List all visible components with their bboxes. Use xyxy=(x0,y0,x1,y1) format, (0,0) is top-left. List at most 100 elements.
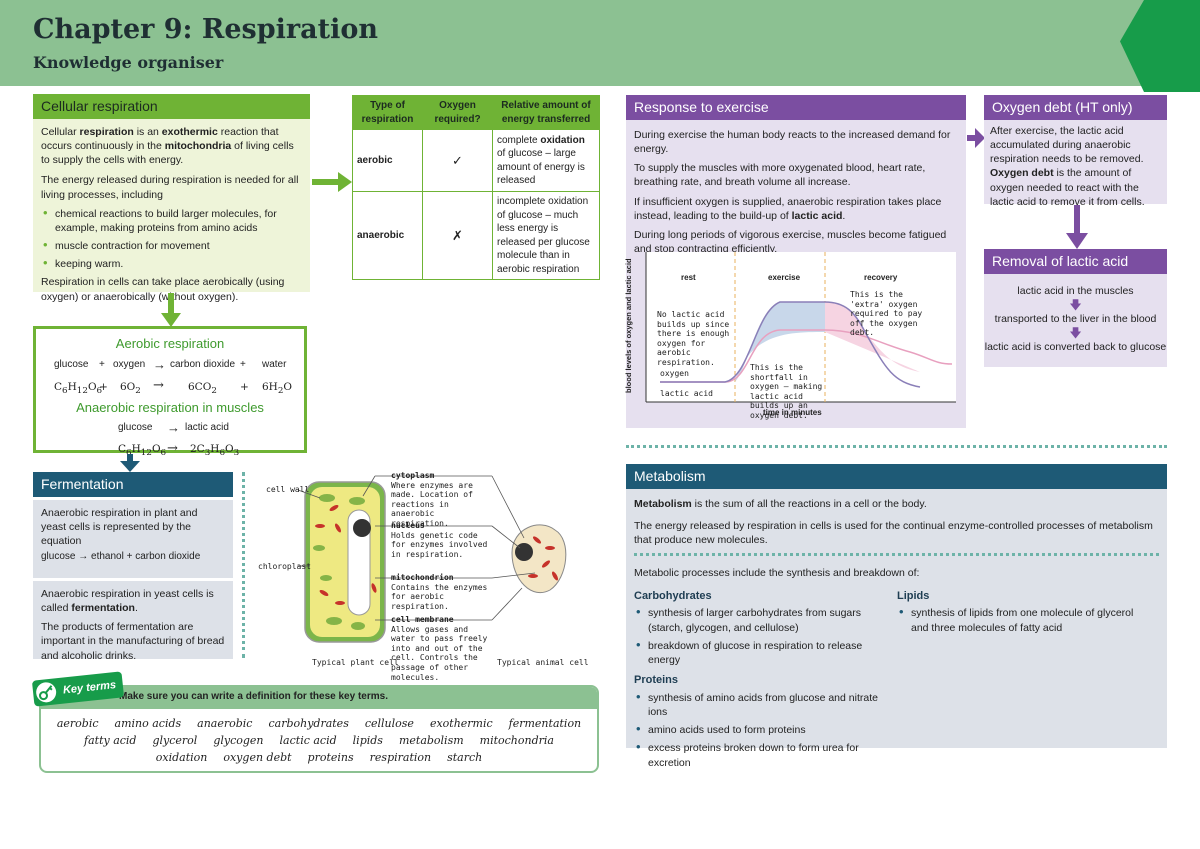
key-icon xyxy=(35,681,58,704)
arrow-down-icon xyxy=(161,293,181,327)
removal-step: lactic acid is converted back to glucose xyxy=(984,341,1167,354)
phase-label: rest xyxy=(681,273,696,282)
divider xyxy=(242,472,245,658)
phase-label: recovery xyxy=(864,273,898,282)
symbol-equation: C6H12O6 + 6O2 → 6CO2 + 6H2O xyxy=(54,377,293,396)
arrow-down-icon: 🡇 xyxy=(1069,326,1082,341)
section-body: After exercise, the lactic acid accumula… xyxy=(984,120,1167,209)
arrow-right-icon xyxy=(312,172,352,192)
oxygen-debt-box: Oxygen debt (HT only) After exercise, th… xyxy=(984,95,1167,208)
paragraph: Respiration in cells can take place aero… xyxy=(41,276,285,303)
list-item: keeping warm. xyxy=(41,257,302,271)
arrow-down-icon: 🡇 xyxy=(1069,298,1082,313)
removal-step: lactic acid in the muscles xyxy=(1017,284,1134,297)
arrow-right-icon xyxy=(967,128,985,148)
metabolism-left-column: Carbohydrates synthesis of larger carboh… xyxy=(634,589,897,774)
metabolism-columns: Carbohydrates synthesis of larger carboh… xyxy=(634,589,1159,774)
section-body: Metabolism is the sum of all the reactio… xyxy=(626,489,1167,774)
table-header: Relative amount of energy transferred xyxy=(492,95,600,130)
plant-cell-caption: Typical plant cell xyxy=(312,658,399,667)
arrow-down-icon xyxy=(1066,205,1088,249)
word-equation: glucose + oxygen → carbon dioxide + wate… xyxy=(54,356,287,372)
cells-diagram xyxy=(297,475,567,643)
graph-ylabel: blood levels of oxygen and lactic acid xyxy=(624,258,633,393)
subheading: Lipids xyxy=(897,589,930,602)
list-item: chemical reactions to build larger molec… xyxy=(41,207,302,235)
subheading: Proteins xyxy=(634,674,679,687)
bullet-list: synthesis of lipids from one molecule of… xyxy=(897,606,1147,634)
section-title: Fermentation xyxy=(33,472,233,497)
section-body: During exercise the human body reacts to… xyxy=(626,120,966,256)
oxygen-legend: oxygen xyxy=(660,369,689,378)
cellular-respiration-box: Cellular respiration Cellular respiratio… xyxy=(33,94,310,303)
paragraph: The products of fermentation are importa… xyxy=(41,621,225,662)
removal-step: transported to the liver in the blood xyxy=(994,313,1157,326)
list-item: synthesis of lipids from one molecule of… xyxy=(897,606,1147,634)
list-item: synthesis of amino acids from glucose an… xyxy=(634,691,897,719)
respiration-table: Type of respiration Oxygen required? Rel… xyxy=(352,95,600,280)
key-terms-box: Make sure you can write a definition for… xyxy=(39,685,599,773)
paragraph: Metabolism is the sum of all the reactio… xyxy=(634,497,927,510)
table-cell: aerobic xyxy=(352,129,423,192)
table-cell: complete oxidation of glucose – large am… xyxy=(492,129,600,192)
phase-label: exercise xyxy=(768,273,801,282)
list-item: amino acids used to form proteins xyxy=(634,723,897,737)
equations-box: Aerobic respiration glucose + oxygen → c… xyxy=(33,326,307,458)
table-header: Type of respiration xyxy=(352,95,423,130)
graph-xlabel: time in minutes xyxy=(763,408,822,417)
paragraph: During exercise the human body reacts to… xyxy=(634,128,951,156)
list-item: breakdown of glucose in respiration to r… xyxy=(634,639,897,667)
equation: glucose → ethanol + carbon dioxide xyxy=(41,551,201,563)
paragraph: Anaerobic respiration in yeast cells is … xyxy=(41,587,214,615)
paragraph: To supply the muscles with more oxygenat… xyxy=(634,162,926,189)
paragraph: Cellular respiration is an exothermic re… xyxy=(41,125,294,167)
lactic-legend: lactic acid xyxy=(660,389,713,398)
section-title: Removal of lactic acid xyxy=(984,249,1167,274)
page-subtitle: Knowledge organiser xyxy=(33,53,224,72)
section-title: Cellular respiration xyxy=(33,94,310,119)
metabolism-box: Metabolism Metabolism is the sum of all … xyxy=(626,464,1167,769)
table-header: Oxygen required? xyxy=(422,95,493,130)
cell-wall-label: cell wall xyxy=(266,485,310,494)
word-equation: glucose → lactic acid xyxy=(118,420,229,436)
page-title: Chapter 9: Respiration xyxy=(33,14,378,45)
table-cell: anaerobic xyxy=(352,191,423,280)
fermentation-part1: Anaerobic respiration in plant and yeast… xyxy=(33,499,233,578)
table-row: aerobic ✓ complete oxidation of glucose … xyxy=(352,129,600,192)
list-item: synthesis of larger carbohydrates from s… xyxy=(634,606,897,634)
key-terms-instruction: Make sure you can write a definition for… xyxy=(41,687,597,709)
list-item: muscle contraction for movement xyxy=(41,239,302,253)
paragraph: The energy released during respiration i… xyxy=(41,174,299,201)
divider xyxy=(634,553,1159,557)
divider xyxy=(626,445,1167,448)
page-header: Chapter 9: Respiration Knowledge organis… xyxy=(0,0,1200,86)
oxygen-debt-graph xyxy=(645,252,956,403)
tick-icon: ✓ xyxy=(422,129,493,192)
removal-box: Removal of lactic acid lactic acid in th… xyxy=(984,249,1167,367)
table-cell: incomplete oxidation of glucose – much l… xyxy=(492,191,600,280)
list-item: excess proteins broken down to form urea… xyxy=(634,741,897,769)
graph-note: This is the 'extra' oxygen required to p… xyxy=(850,290,923,338)
table-row: anaerobic ✗ incomplete oxidation of gluc… xyxy=(352,191,600,280)
section-title: Oxygen debt (HT only) xyxy=(984,95,1167,120)
paragraph: Oxygen debt is the amount of oxygen need… xyxy=(990,167,1145,208)
section-title: Metabolism xyxy=(626,464,1167,489)
cross-icon: ✗ xyxy=(422,191,493,280)
metabolism-right-column: Lipids synthesis of lipids from one mole… xyxy=(897,589,1147,774)
anaerobic-title: Anaerobic respiration in muscles xyxy=(76,399,264,415)
paragraph: Anaerobic respiration in plant and yeast… xyxy=(41,506,198,548)
graph-note: This is the shortfall in oxygen – making… xyxy=(750,363,823,420)
section-body: Cellular respiration is an exothermic re… xyxy=(33,119,310,304)
fermentation-part2: Anaerobic respiration in yeast cells is … xyxy=(33,580,233,662)
bullet-list: chemical reactions to build larger molec… xyxy=(41,207,302,272)
section-title: Response to exercise xyxy=(626,95,966,120)
paragraph: After exercise, the lactic acid accumula… xyxy=(990,124,1144,166)
chloroplast-label: chloroplast xyxy=(258,562,311,571)
aerobic-title: Aerobic respiration xyxy=(115,336,225,351)
